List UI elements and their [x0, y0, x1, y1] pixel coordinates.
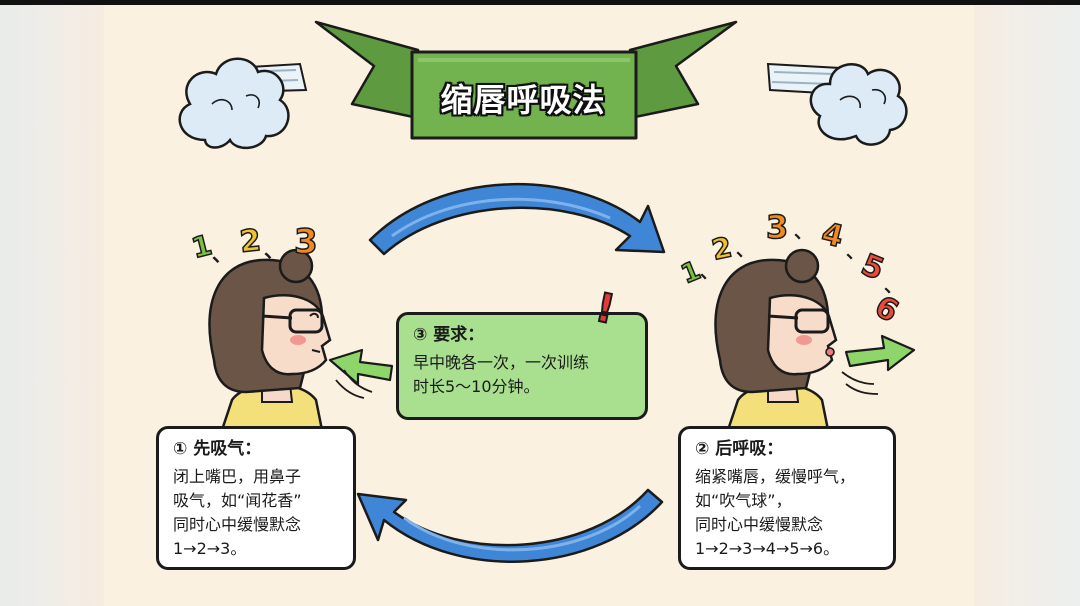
left-cloud-icon — [178, 57, 308, 149]
step2-card: ② 后呼吸： 缩紧嘴唇，缓慢呼气， 如“吹气球”， 同时心中缓慢默念 1→2→3… — [678, 426, 896, 570]
count-separator: 、 — [212, 242, 232, 266]
right-person-exhaling — [714, 248, 838, 432]
step2-line-1: 缩紧嘴唇，缓慢呼气， — [695, 467, 856, 486]
step3-line-1: 早中晚各一次，一次训练 — [413, 353, 590, 372]
title-banner — [314, 20, 738, 140]
count-3: 3 — [765, 207, 789, 247]
count-separator: 、 — [264, 238, 284, 262]
arrow-top-icon — [368, 182, 666, 256]
right-margin — [974, 5, 1080, 606]
step2-line-4: 1→2→3→4→5→6。 — [695, 539, 840, 558]
count-2: 2 — [237, 222, 263, 260]
left-margin — [0, 5, 104, 606]
count-separator: 、 — [846, 242, 864, 263]
step1-line-1: 闭上嘴巴，用鼻子 — [173, 467, 302, 486]
step2-line-3: 同时心中缓慢默念 — [695, 515, 824, 534]
count-3: 3 — [293, 221, 318, 263]
arrow-bottom-icon — [356, 488, 664, 563]
step2-line-2: 如“吹气球”， — [695, 491, 792, 510]
count-separator: 、 — [884, 276, 902, 297]
left-person-inhaling — [208, 248, 332, 432]
page-title: 缩唇呼吸法 — [440, 81, 606, 119]
step1-heading: ① 先吸气： — [173, 439, 262, 459]
count-separator: 、 — [794, 222, 812, 243]
step2-heading: ② 后呼吸： — [695, 439, 784, 459]
step1-line-4: 1→2→3。 — [173, 539, 247, 558]
step3-line-2: 时长5～10分钟。 — [413, 377, 540, 396]
step1-line-3: 同时心中缓慢默念 — [173, 515, 302, 534]
step1-line-2: 吸气，如“闻花香” — [173, 491, 302, 510]
inhale-arrow-icon — [328, 348, 394, 399]
step3-card: ③ 要求： 早中晚各一次，一次训练 时长5～10分钟。 — [396, 312, 648, 420]
step1-card: ① 先吸气： 闭上嘴巴，用鼻子 吸气，如“闻花香” 同时心中缓慢默念 1→2→3… — [156, 426, 356, 570]
top-bar — [0, 0, 1080, 5]
count-separator: 、 — [736, 240, 754, 261]
step3-heading: ③ 要求： — [413, 325, 485, 345]
count-separator: 、 — [700, 262, 718, 283]
right-cloud-icon — [766, 62, 908, 146]
exhale-arrow-icon — [841, 334, 916, 395]
